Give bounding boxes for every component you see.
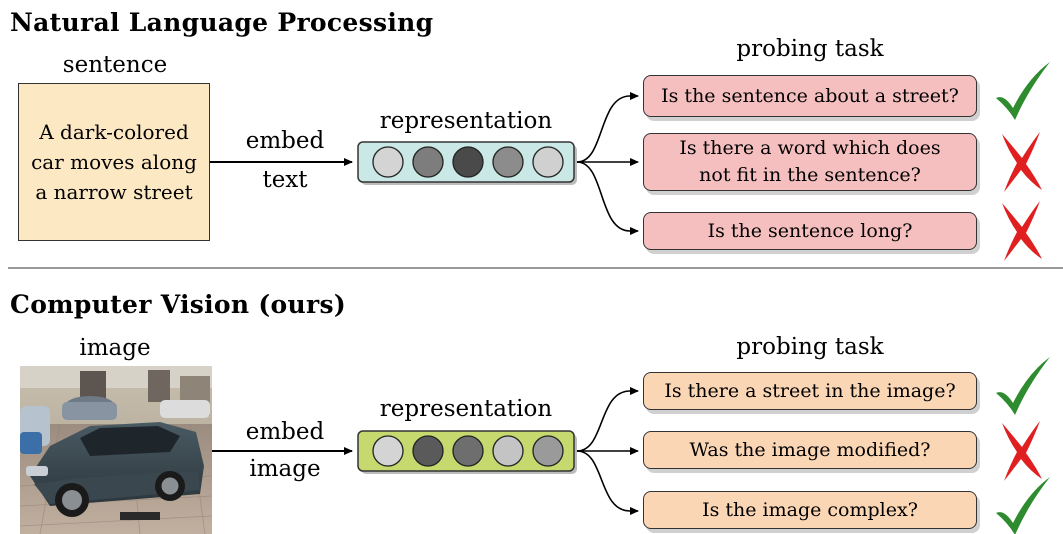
- sentence-box: A dark-colored car moves along a narrow …: [18, 83, 210, 241]
- nlp-representation-circle-4: [492, 146, 524, 178]
- cv-branch-arrow-top: [576, 387, 639, 452]
- cv-task-complex: Is the image complex?: [643, 491, 977, 529]
- nlp-representation-circle-5: [532, 146, 564, 178]
- cv-branch-arrow-bottom: [576, 450, 639, 515]
- result-marks: [996, 62, 1050, 534]
- nlp-task-word-text: Is there a word which does not fit in th…: [679, 137, 941, 186]
- nlp-task-word: Is there a word which does not fit in th…: [643, 133, 977, 191]
- cv-probing-label: probing task: [736, 334, 884, 360]
- car-photo: [20, 366, 212, 534]
- cv-embed-label: embed: [245, 419, 325, 445]
- cv-embed-sublabel: image: [249, 456, 321, 482]
- nlp-task-long: Is the sentence long?: [643, 212, 977, 250]
- nlp-section-title: Natural Language Processing: [10, 8, 434, 37]
- cv-task-modified-text: Was the image modified?: [689, 438, 931, 461]
- cv-representation-label: representation: [379, 396, 553, 422]
- cv-representation-circle-5: [532, 435, 564, 467]
- nlp-task-street: Is the sentence about a street?: [643, 75, 977, 117]
- cv-task-complex-text: Is the image complex?: [702, 498, 918, 521]
- nlp-branch-arrow-bottom: [576, 161, 639, 235]
- cv-representation-circle-4: [492, 435, 524, 467]
- cv-task-street-text: Is there a street in the image?: [664, 379, 956, 402]
- cv-task-modified: Was the image modified?: [643, 431, 977, 469]
- nlp-representation-circles: [372, 146, 564, 178]
- nlp-representation-circle-2: [412, 146, 444, 178]
- nlp-representation-circle-1: [372, 146, 404, 178]
- nlp-branch-arrow-top: [576, 92, 639, 163]
- nlp-representation-label: representation: [379, 108, 553, 134]
- cv-representation-circle-2: [412, 435, 444, 467]
- cv-task-2-cross-icon: [1002, 421, 1042, 481]
- image-label: image: [79, 335, 151, 361]
- nlp-task-long-text: Is the sentence long?: [707, 219, 913, 242]
- nlp-task-3-cross-icon: [1002, 201, 1042, 261]
- nlp-embed-sublabel: text: [262, 167, 308, 193]
- cv-representation-circle-3: [452, 435, 484, 467]
- cv-task-street: Is there a street in the image?: [643, 372, 977, 410]
- sentence-label: sentence: [62, 52, 168, 78]
- cv-representation-circle-1: [372, 435, 404, 467]
- cv-task-3-check-icon: [996, 477, 1050, 534]
- nlp-embed-label: embed: [245, 128, 325, 154]
- nlp-task-street-text: Is the sentence about a street?: [661, 84, 959, 107]
- nlp-task-2-cross-icon: [1002, 132, 1042, 192]
- nlp-representation-circle-3: [452, 146, 484, 178]
- cv-section-title: Computer Vision (ours): [10, 290, 346, 319]
- cv-task-1-check-icon: [996, 357, 1050, 415]
- nlp-probing-label: probing task: [736, 36, 884, 62]
- cv-representation-circles: [372, 435, 564, 467]
- sentence-text: A dark-colored car moves along a narrow …: [31, 120, 197, 204]
- nlp-task-1-check-icon: [996, 62, 1050, 120]
